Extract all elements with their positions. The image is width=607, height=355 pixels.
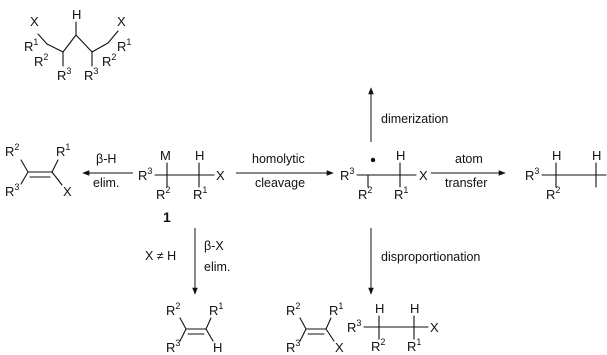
radical-structure: H R3 X R2 R1 [340,148,428,202]
tp-h-left: H [552,148,561,163]
dk-r1: R1 [407,337,421,354]
starting-material-structure: M H R3 X R2 R1 1 [138,148,225,225]
disp-alkene-structure: R2 R1 R3 X [286,301,344,355]
beta-h-elim-label: elim. [93,176,119,190]
beta-x-condition: X ≠ H [145,249,176,263]
vh-bond-r2 [20,159,29,173]
atom-label: atom [455,152,483,166]
da-r1: R1 [329,301,343,318]
sm-r2: R2 [156,185,170,202]
da-x: X [335,340,344,355]
vh-r1: R1 [56,142,70,159]
homolytic-label: homolytic [252,152,305,166]
vh-r2: R2 [5,142,19,159]
sm-r3: R3 [138,166,152,183]
tp-r2: R2 [546,185,560,202]
dimer-structure: X H X R1 R1 R2 R2 R3 R3 [24,7,131,83]
rad-h: H [396,148,405,163]
vh-x: X [63,184,72,199]
alk-bond-r1 [205,317,212,330]
dimer-r1-left: R1 [24,37,38,54]
dk-r2: R2 [371,337,385,354]
vh-bond-x [51,171,63,186]
dimer-bond-c [75,34,93,53]
vh-r3: R3 [5,182,19,199]
tp-h-right: H [592,148,601,163]
dk-x: X [430,320,439,335]
disproportionation-label: disproportionation [381,250,480,264]
dimer-x-left: X [30,14,39,29]
compound-number: 1 [163,209,171,225]
sm-m: M [160,148,171,163]
da-r3: R3 [286,338,300,355]
alk-r2: R2 [166,301,180,318]
dk-h-right: H [410,301,419,316]
dimer-h-left: H [72,7,81,22]
dimer-bond-x-left [37,33,48,45]
da-bond-r1 [325,317,332,330]
sm-h: H [195,148,204,163]
dk-h-left: H [375,301,384,316]
vh-bond-r1 [51,159,59,173]
radical-dot [370,157,376,163]
disp-alkane-structure: H H R3 X R2 R1 [347,301,439,354]
da-bond-r2 [299,317,307,330]
dimer-r2-left: R2 [34,52,48,69]
dimer-bond-b [62,34,77,53]
da-r2: R2 [286,301,300,318]
rad-r1: R1 [394,185,408,202]
alk-bond-r3 [179,328,187,342]
transfer-label: transfer [445,176,487,190]
sm-r1: R1 [193,185,207,202]
rad-r3: R3 [340,166,354,183]
alk-r1: R1 [209,301,223,318]
beta-h-label: β-H [96,152,116,166]
dimer-bond-a [46,43,64,53]
dimer-r2-right: R2 [102,52,116,69]
alk-h: H [213,340,222,355]
alk-r3: R3 [166,338,180,355]
dk-r3: R3 [347,318,361,335]
vinyl-halide-structure: R2 R1 R3 X [5,142,72,199]
dimer-r1-right: R1 [117,37,131,54]
vh-bond-r3 [20,171,29,185]
rad-r2: R2 [358,185,372,202]
dimer-bond-d [91,42,109,53]
cleavage-label: cleavage [255,176,305,190]
dimer-r3-right: R3 [84,66,98,83]
dimerization-label: dimerization [381,112,448,126]
sm-x: X [216,168,225,183]
transfer-product-structure: H H R3 R2 [525,148,607,202]
alk-bond-h [205,328,214,342]
dimer-bond-x-right [107,30,119,44]
dimer-x-right: X [117,14,126,29]
tp-r3: R3 [525,166,539,183]
beta-x-label: β-X [204,239,224,253]
alk-bond-r2 [179,317,187,330]
alkene-structure: R2 R1 R3 H [166,301,223,355]
beta-x-elim-label: elim. [204,260,230,274]
da-bond-x [325,328,335,342]
da-bond-r3 [299,328,307,342]
dimer-r3-left: R3 [57,66,71,83]
rad-x: X [419,168,428,183]
